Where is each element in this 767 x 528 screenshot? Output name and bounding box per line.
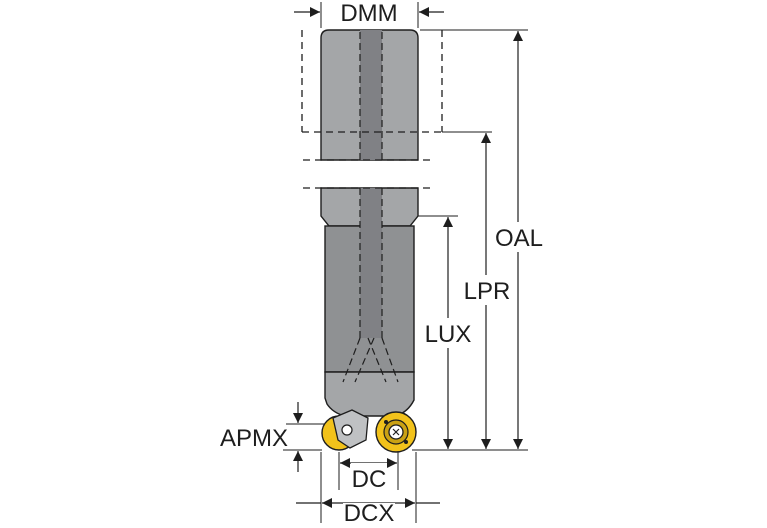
label-lpr: LPR bbox=[464, 278, 511, 305]
coolant-channel-hidden-lines bbox=[342, 32, 399, 383]
label-dcx: DCX bbox=[344, 500, 395, 523]
torx-screw-icon bbox=[341, 424, 353, 436]
label-oal: OAL bbox=[495, 225, 543, 252]
extension-lines bbox=[283, 2, 528, 523]
break-lines bbox=[303, 159, 433, 189]
label-apmx: APMX bbox=[220, 425, 288, 452]
tool-body bbox=[301, 29, 443, 417]
coolant-channel-lower bbox=[360, 188, 382, 338]
insert-right bbox=[375, 411, 417, 453]
label-lux: LUX bbox=[425, 321, 472, 348]
coolant-channel-upper bbox=[360, 30, 382, 160]
insert-left bbox=[321, 409, 369, 451]
label-dc: DC bbox=[352, 466, 387, 493]
clamping-zone bbox=[301, 30, 443, 133]
cutter-head bbox=[324, 371, 415, 417]
label-dmm: DMM bbox=[340, 0, 397, 27]
